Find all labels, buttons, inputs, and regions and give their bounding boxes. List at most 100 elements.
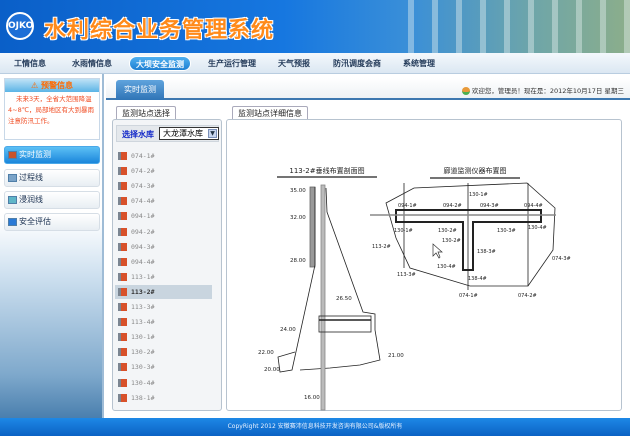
station-panel-tab[interactable]: 监测站点选择 bbox=[116, 106, 176, 120]
chevron-down-icon[interactable]: ▼ bbox=[208, 129, 217, 138]
upstream-wall bbox=[309, 186, 316, 268]
welcome-status: 欢迎您，管理员！现在是：2012年10月17日 星期三 bbox=[461, 85, 624, 95]
station-label: 130-1# bbox=[131, 333, 155, 342]
instrument-label: 130-4# bbox=[528, 225, 547, 231]
station-label: 094-2# bbox=[131, 227, 155, 236]
station-item[interactable]: 113-1# bbox=[115, 270, 212, 284]
station-icon bbox=[118, 257, 127, 266]
mouse-cursor-icon bbox=[432, 243, 443, 259]
instrument-label: 094-4# bbox=[524, 203, 543, 209]
monitor-icon bbox=[8, 151, 17, 159]
station-item[interactable]: 074-3# bbox=[115, 179, 212, 193]
instrument-label: 094-3# bbox=[480, 203, 499, 209]
instrument-label: 130-2# bbox=[438, 228, 457, 234]
instrument-label: 074-3# bbox=[552, 256, 571, 262]
elevation-label: 32.00 bbox=[290, 215, 306, 221]
elevation-label: 16.00 bbox=[304, 395, 320, 401]
sidebar: ⚠ 预警信息 未来3天，全省大范围降温4~8℃，局部地区有大到暴雨注意防汛工作。… bbox=[0, 74, 104, 418]
warning-text: 未来3天，全省大范围降温4~8℃，局部地区有大到暴雨注意防汛工作。 bbox=[8, 95, 95, 125]
gallery bbox=[318, 315, 372, 333]
instrument-label: 074-1# bbox=[459, 293, 478, 299]
sidebar-item-label: 浸润线 bbox=[19, 195, 43, 204]
elevation-label: 21.00 bbox=[388, 353, 404, 359]
nav-item-hydrology-info[interactable]: 水雨情信息 bbox=[72, 59, 112, 68]
station-item[interactable]: 094-2# bbox=[115, 225, 212, 239]
station-item[interactable]: 074-2# bbox=[115, 164, 212, 178]
station-item[interactable]: 074-1# bbox=[115, 149, 212, 163]
instrument-label: 130-3# bbox=[497, 228, 516, 234]
station-label: 130-2# bbox=[131, 348, 155, 357]
instrument-label: 113-2# bbox=[372, 244, 391, 250]
sidebar-item-realtime[interactable]: 实时监测 bbox=[4, 146, 100, 164]
station-label: 074-2# bbox=[131, 167, 155, 176]
station-icon bbox=[118, 348, 127, 357]
station-icon bbox=[118, 182, 127, 191]
station-label: 094-3# bbox=[131, 242, 155, 251]
station-item[interactable]: 130-1# bbox=[115, 330, 212, 344]
footer: CopyRight 2012 安徽赛沛信息科技开发咨询有限公司&版权所有 bbox=[0, 418, 630, 436]
user-icon bbox=[461, 87, 470, 95]
elevation-label: 28.00 bbox=[290, 258, 306, 264]
station-item[interactable]: 138-1# bbox=[115, 391, 212, 405]
station-item[interactable]: 094-3# bbox=[115, 240, 212, 254]
nav-item-engineering-info[interactable]: 工情信息 bbox=[14, 59, 46, 68]
sidebar-item-process-line[interactable]: 过程线 bbox=[4, 169, 100, 187]
reservoir-select[interactable]: 大龙潭水库 ▼ bbox=[159, 127, 219, 140]
logo: OJKO bbox=[6, 12, 34, 40]
section-title: 113-2#垂线布置剖面图 bbox=[289, 166, 364, 175]
station-label: 094-1# bbox=[131, 212, 155, 221]
tab-realtime-monitoring[interactable]: 实时监测 bbox=[116, 80, 164, 100]
header-dam-photo bbox=[390, 0, 630, 53]
nav-item-weather[interactable]: 天气预报 bbox=[278, 59, 310, 68]
elevation-label: 20.00 bbox=[264, 367, 280, 373]
downstream-face bbox=[299, 187, 381, 371]
station-icon bbox=[118, 303, 127, 311]
plumb-line bbox=[320, 184, 326, 411]
elevation-label: 22.00 bbox=[258, 350, 274, 356]
station-item[interactable]: 094-4# bbox=[115, 255, 212, 269]
plan-drawing bbox=[370, 177, 556, 290]
station-item[interactable]: 113-4# bbox=[115, 315, 212, 329]
station-item[interactable]: 074-4# bbox=[115, 194, 212, 208]
station-icon bbox=[118, 242, 127, 251]
station-item[interactable]: 130-3# bbox=[115, 360, 212, 374]
instrument-label: 130-1# bbox=[469, 192, 488, 198]
elevation-label: 26.50 bbox=[336, 296, 352, 302]
station-label: 113-4# bbox=[131, 318, 155, 327]
sidebar-item-seepage-line[interactable]: 浸润线 bbox=[4, 191, 100, 209]
sidebar-item-safety-assessment[interactable]: 安全评估 bbox=[4, 213, 100, 231]
station-label: 074-1# bbox=[131, 152, 155, 160]
plan-title: 廊道监测仪器布置图 bbox=[444, 166, 507, 175]
nav-item-production[interactable]: 生产运行管理 bbox=[208, 59, 256, 68]
station-item[interactable]: 113-2# bbox=[115, 284, 212, 299]
station-icon bbox=[118, 227, 127, 236]
station-panel: 选择水库 大龙潭水库▼ 074-1#074-2#074-3#074-4#094-… bbox=[112, 119, 222, 411]
station-icon bbox=[118, 152, 127, 160]
nav-item-flood-control[interactable]: 防汛调度会商 bbox=[333, 59, 381, 68]
main-tabbar: 实时监测 欢迎您，管理员！现在是：2012年10月17日 星期三 bbox=[106, 78, 630, 100]
warning-icon: ⚠ bbox=[31, 81, 41, 90]
station-icon bbox=[118, 197, 127, 206]
instrument-label: 074-2# bbox=[518, 293, 537, 299]
nav-item-dam-safety[interactable]: 大坝安全监测 bbox=[129, 56, 191, 71]
detail-panel bbox=[226, 119, 622, 411]
app-title: 水利综合业务管理系统 bbox=[44, 18, 275, 43]
station-label: 074-3# bbox=[131, 182, 155, 191]
station-item[interactable]: 130-2# bbox=[115, 345, 212, 359]
reservoir-select-row: 选择水库 大龙潭水库▼ bbox=[116, 125, 219, 142]
instrument-label: 094-2# bbox=[443, 203, 462, 209]
instrument-label: 130-4# bbox=[437, 264, 456, 270]
station-item[interactable]: 113-3# bbox=[115, 300, 212, 314]
warning-title: 预警信息 bbox=[40, 81, 73, 90]
station-item[interactable]: 094-1# bbox=[115, 209, 212, 223]
nav-item-system-admin[interactable]: 系统管理 bbox=[403, 59, 435, 68]
plan-outline bbox=[385, 182, 556, 287]
detail-panel-tab[interactable]: 监测站点详细信息 bbox=[232, 106, 308, 120]
reservoir-select-value: 大龙潭水库 bbox=[163, 129, 203, 138]
station-label: 113-3# bbox=[131, 303, 155, 311]
station-label: 130-3# bbox=[131, 363, 155, 372]
station-label: 130-4# bbox=[131, 378, 155, 387]
sidebar-item-label: 安全评估 bbox=[19, 217, 51, 226]
chart-icon bbox=[8, 174, 17, 182]
station-item[interactable]: 130-4# bbox=[115, 376, 212, 390]
